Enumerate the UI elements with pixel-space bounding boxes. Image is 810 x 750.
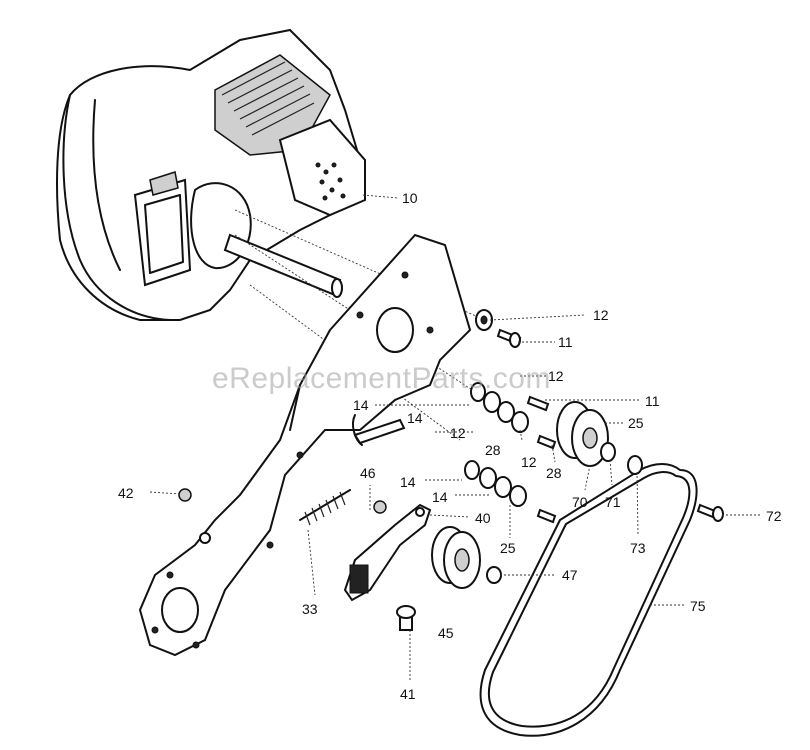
callout-47: 47 — [562, 567, 578, 583]
callout-28: 28 — [485, 442, 501, 458]
callout-33: 33 — [302, 601, 318, 617]
callout-14: 14 — [400, 474, 416, 490]
callout-leaders — [149, 194, 760, 680]
callout-25: 25 — [500, 540, 516, 556]
hardware-bolts — [396, 328, 724, 631]
callout-12: 12 — [593, 307, 609, 323]
callout-25: 25 — [628, 415, 644, 431]
spring — [299, 489, 351, 526]
callout-11: 11 — [558, 334, 573, 350]
callout-41: 41 — [400, 686, 416, 702]
drive-pulley — [556, 401, 609, 467]
crankshaft — [223, 233, 343, 298]
callout-46: 46 — [360, 465, 376, 481]
callout-28: 28 — [546, 465, 562, 481]
callout-12: 12 — [450, 425, 466, 441]
callout-42: 42 — [118, 485, 134, 501]
idler-arm — [343, 503, 432, 602]
callout-72: 72 — [766, 508, 782, 524]
callout-71: 71 — [605, 494, 621, 510]
callout-70: 70 — [572, 494, 588, 510]
callout-11: 11 — [645, 393, 660, 409]
callout-14: 14 — [432, 489, 448, 505]
callout-10: 10 — [402, 190, 418, 206]
drive-belt — [479, 463, 698, 737]
callout-40: 40 — [475, 510, 491, 526]
watermark: eReplacementParts.com — [212, 362, 551, 395]
idler-pulley — [431, 526, 481, 589]
callout-73: 73 — [630, 540, 646, 556]
callout-12: 12 — [521, 454, 537, 470]
callout-12: 12 — [548, 368, 564, 384]
callout-14: 14 — [353, 397, 369, 413]
cooling-fins — [221, 61, 315, 136]
callout-45: 45 — [438, 625, 454, 641]
mounting-bracket — [138, 233, 472, 657]
muffler-holes — [315, 162, 346, 201]
hardware-washers — [178, 309, 643, 584]
callout-75: 75 — [690, 598, 706, 614]
callout-14: 14 — [407, 410, 423, 426]
